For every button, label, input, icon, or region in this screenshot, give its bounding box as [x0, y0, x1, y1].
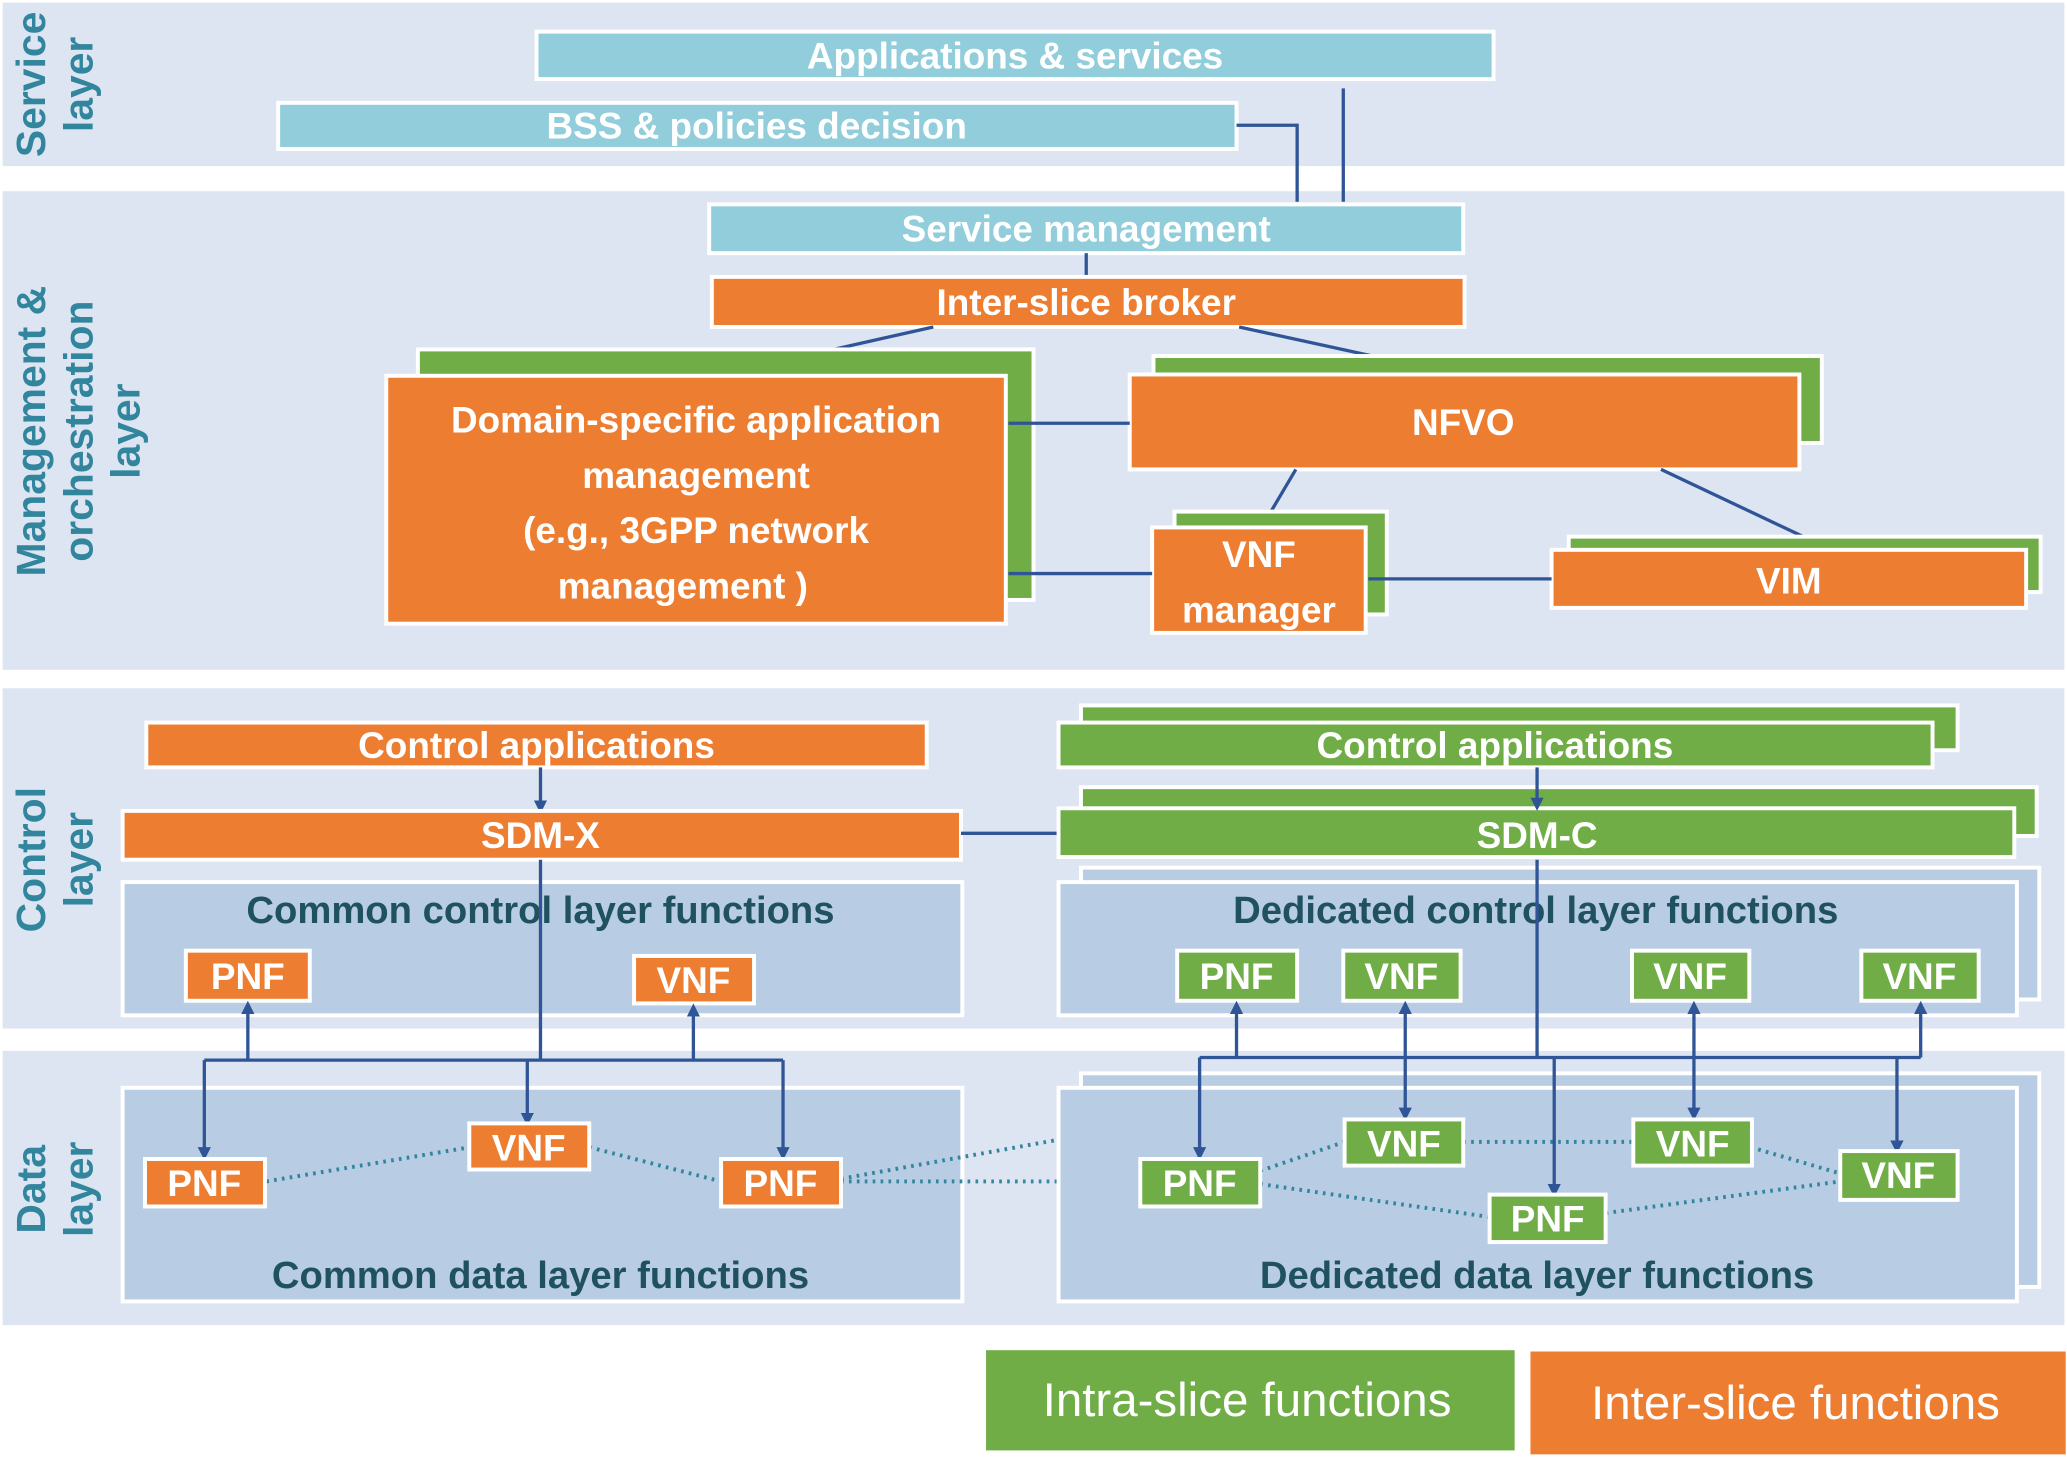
bss-label: BSS & policies decision [546, 105, 966, 146]
legend-inter-label: Inter-slice functions [1591, 1377, 2000, 1430]
nf-label: PNF [167, 1163, 241, 1204]
label-line: Data [8, 1145, 54, 1234]
vim-box [1549, 547, 2029, 610]
legend-intra-slice [983, 1347, 1518, 1454]
nf-label: PNF [1511, 1199, 1585, 1240]
inter-slice-broker-label: Inter-slice broker [937, 282, 1236, 323]
applications-services-label: Applications & services [807, 36, 1223, 77]
dedicated-control-apps-label: Control applications [1317, 725, 1674, 766]
common-control-apps-label: Control applications [358, 725, 715, 766]
sdm-c-label: SDM-C [1477, 815, 1598, 856]
dedicated-data-vnf-3 [1838, 1149, 1960, 1202]
nfvo-label: NFVO [1412, 402, 1515, 443]
dedicated-data-vnf-2 [1631, 1117, 1754, 1168]
label-line: Service [8, 12, 54, 157]
dedicated-data-pnf-2 [1487, 1192, 1608, 1245]
bss-to-service-mgmt-line [1236, 123, 1299, 202]
domain-mgmt-label: management [582, 455, 810, 496]
label-line: layer [103, 383, 149, 479]
nf-label: PNF [211, 956, 285, 997]
mgmt-layer-label: Management & orchestration layer [8, 286, 149, 577]
vnf-manager-label: VNF [1222, 534, 1296, 575]
nf-label: VNF [492, 1127, 566, 1168]
nf-label: VNF [656, 960, 730, 1001]
nf-label: VNF [1861, 1155, 1935, 1196]
dedicated-data-pnf-1 [1138, 1157, 1263, 1209]
dotted-link [265, 1145, 471, 1184]
vnf-manager-label: manager [1182, 589, 1336, 630]
label-line: Control [8, 787, 54, 932]
label-line: Management & [8, 286, 54, 577]
dedicated-control-pnf [1175, 948, 1300, 1003]
legend-inter-slice [1530, 1351, 2066, 1455]
common-data-pnf-2 [719, 1157, 844, 1209]
vim-label: VIM [1756, 560, 1822, 601]
label-line: layer [55, 37, 101, 133]
nf-label: PNF [743, 1163, 817, 1204]
nf-label: VNF [1656, 1123, 1730, 1164]
label-line: layer [55, 812, 101, 908]
domain-mgmt-box [384, 373, 1008, 626]
nfvo-vim-line [1660, 467, 1805, 539]
common-data-functions-title: Common data layer functions [272, 1254, 809, 1297]
service-management-box [707, 202, 1466, 256]
domain-mgmt-label: management ) [558, 566, 808, 607]
common-data-vnf [467, 1121, 592, 1172]
control-layer-label: Control layer [8, 787, 101, 932]
vnf-manager-box [1150, 525, 1368, 635]
label-line: orchestration [55, 301, 101, 562]
service-management-label: Service management [902, 208, 1271, 249]
common-control-vnf [632, 953, 757, 1006]
dotted-link [840, 1137, 1062, 1181]
domain-mgmt-label: Domain-specific application [451, 399, 941, 440]
service-layer-label: Service layer [8, 12, 101, 157]
nf-label: PNF [1163, 1163, 1237, 1204]
domain-mgmt-label: (e.g., 3GPP network [523, 510, 869, 551]
sdm-x-label: SDM-X [481, 815, 600, 856]
nf-label: VNF [1882, 956, 1956, 997]
nf-label: VNF [1367, 1123, 1441, 1164]
common-control-apps-box [144, 720, 929, 770]
dedicated-data-vnf-1 [1342, 1117, 1466, 1168]
inter-slice-broker-box [709, 274, 1467, 329]
dedicated-data-functions-title: Dedicated data layer functions [1260, 1254, 1814, 1297]
data-layer-label: Data layer [8, 1142, 101, 1238]
nf-label: PNF [1200, 956, 1274, 997]
legend-intra-label: Intra-slice functions [1043, 1374, 1452, 1427]
dedicated-control-apps-box [1056, 720, 1935, 770]
nf-label: VNF [1364, 956, 1438, 997]
label-line: layer [55, 1142, 101, 1238]
applications-services-box [534, 29, 1496, 82]
nfvo-box [1127, 372, 1802, 472]
nf-label: VNF [1653, 956, 1727, 997]
common-data-pnf-1 [143, 1157, 267, 1209]
